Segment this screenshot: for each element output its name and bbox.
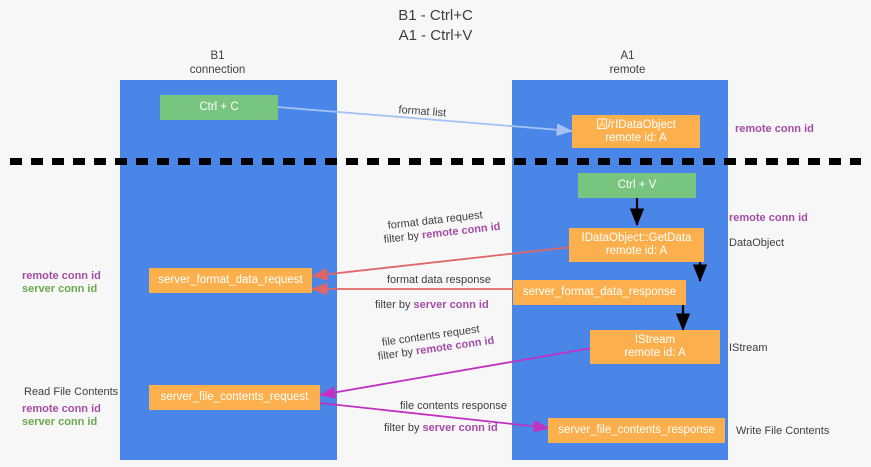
- box-idataobject[interactable]: 囚/гIDataObject remote id: A: [572, 115, 700, 148]
- box-server-format-data-request[interactable]: server_format_data_request: [149, 268, 312, 293]
- label-file-contents-response-filter-prefix: filter by: [384, 422, 423, 434]
- side-label-read-file-contents: Read File Contents: [24, 386, 119, 398]
- box-server-format-data-response-label: server_format_data_response: [522, 286, 677, 298]
- column-header-b1-role: connection: [189, 64, 246, 76]
- label-file-contents-request-filter-prefix: filter by: [377, 345, 417, 363]
- label-format-data-response-filter: filter by server conn id: [375, 298, 489, 312]
- label-format-data-response-filter-key: server conn id: [413, 299, 489, 311]
- box-server-file-contents-response-label: server_file_contents_response: [558, 424, 715, 436]
- box-istream-sub: remote id: A: [624, 347, 686, 359]
- side-label-dataobject: DataObject: [729, 237, 785, 249]
- column-header-a1: A1 remote: [545, 49, 710, 77]
- box-idataobject-label: 囚/гIDataObject: [596, 118, 676, 131]
- label-file-contents-response-filter: filter by server conn id: [384, 421, 498, 435]
- box-server-file-contents-request[interactable]: server_file_contents_request: [149, 385, 320, 410]
- box-ctrl-v-label: Ctrl + V: [617, 179, 657, 191]
- side-label-server-conn-id-left-2: server conn id: [22, 416, 98, 428]
- side-label-server-conn-id-left-1: server conn id: [22, 283, 98, 295]
- label-format-data-response-filter-prefix: filter by: [375, 299, 414, 311]
- box-istream-label: IStream: [634, 334, 676, 346]
- box-server-format-data-response[interactable]: server_format_data_response: [513, 280, 686, 305]
- box-server-file-contents-request-label: server_file_contents_request: [160, 391, 309, 403]
- title-line-2: A1 - Ctrl+V: [398, 27, 473, 44]
- column-header-a1-name: A1: [620, 50, 635, 62]
- side-label-remote-conn-id-top: remote conn id: [735, 123, 814, 135]
- side-label-write-file-contents: Write File Contents: [736, 425, 830, 437]
- box-server-format-data-request-label: server_format_data_request: [158, 274, 303, 286]
- side-label-remote-conn-id-mid: remote conn id: [729, 212, 808, 224]
- diagram-title: B1 - Ctrl+C A1 - Ctrl+V: [0, 6, 871, 46]
- box-ctrl-c[interactable]: Ctrl + C: [160, 95, 278, 120]
- title-line-1: B1 - Ctrl+C: [398, 7, 473, 24]
- column-header-b1-name: B1: [210, 50, 225, 62]
- box-idataobject-getdata-label: IDataObject::GetData: [581, 232, 692, 244]
- box-idataobject-sub: remote id: A: [605, 131, 667, 144]
- box-idataobject-getdata[interactable]: IDataObject::GetData remote id: A: [569, 228, 704, 262]
- column-header-b1: B1 connection: [145, 49, 290, 77]
- label-file-contents-response: file contents response: [400, 400, 508, 412]
- box-idataobject-getdata-sub: remote id: A: [605, 245, 668, 257]
- label-format-data-request-filter-prefix: filter by: [383, 229, 423, 246]
- box-server-file-contents-response[interactable]: server_file_contents_response: [548, 418, 725, 443]
- box-ctrl-c-label: Ctrl + C: [199, 101, 239, 113]
- box-ctrl-v[interactable]: Ctrl + V: [578, 173, 696, 198]
- side-label-remote-conn-id-left-1: remote conn id: [22, 270, 101, 282]
- label-format-list: format list: [398, 103, 447, 120]
- label-format-data-response: format data response: [387, 274, 491, 286]
- box-istream[interactable]: IStream remote id: A: [590, 330, 720, 364]
- side-label-istream: IStream: [729, 342, 768, 354]
- side-label-remote-conn-id-left-2: remote conn id: [22, 403, 101, 415]
- label-file-contents-response-filter-key: server conn id: [422, 422, 498, 434]
- column-header-a1-role: remote: [609, 64, 646, 76]
